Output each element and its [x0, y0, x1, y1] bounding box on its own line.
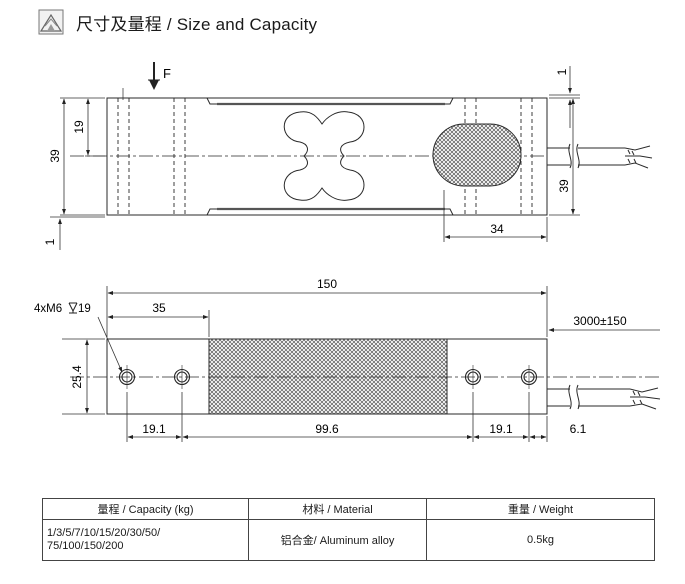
mounting-holes	[118, 365, 538, 389]
dim-height-right: 39	[557, 179, 571, 193]
dim-top-offset: 1	[555, 68, 569, 75]
capacity-line: 75/100/150/200	[47, 540, 124, 552]
thread-callout: 4xM6 19	[34, 302, 91, 315]
force-arrow	[148, 62, 160, 90]
dim-length: 150	[317, 277, 337, 291]
dim-right-edge: 19.1	[489, 422, 513, 436]
plan-view	[70, 338, 661, 415]
thread-depth: 19	[78, 303, 91, 315]
page-header: 尺寸及量程 / Size and Capacity	[38, 8, 317, 36]
dim-cable-length: 3000±150	[573, 314, 627, 328]
plan-view-gauge-area	[208, 338, 448, 415]
side-view-body	[106, 97, 548, 216]
load-cell-logo-icon	[38, 9, 64, 35]
side-view-cable	[547, 143, 653, 169]
force-label: F	[163, 66, 171, 81]
material-cell: 铝合金/ Aluminum alloy	[248, 519, 427, 561]
strain-gauge-pad	[432, 123, 522, 187]
plan-view-cable	[547, 384, 661, 410]
dim-hole-center: 19	[72, 120, 86, 134]
dim-left-edge: 19.1	[142, 422, 166, 436]
side-view-dimensions	[50, 66, 580, 250]
dim-gauge-length: 99.6	[315, 422, 339, 436]
header-capacity: 量程 / Capacity (kg)	[42, 498, 249, 520]
table-header-row: 量程 / Capacity (kg) 材料 / Material 重量 / We…	[42, 498, 655, 520]
capacity-line: 1/3/5/7/10/15/20/30/50/	[47, 527, 161, 539]
spec-table: 量程 / Capacity (kg) 材料 / Material 重量 / We…	[42, 498, 655, 561]
thread-spec: 4xM6	[34, 303, 62, 315]
plan-view-dimensions	[62, 286, 660, 442]
header-weight: 重量 / Weight	[426, 498, 655, 520]
dim-bottom-offset: 1	[43, 238, 57, 245]
table-row: 1/3/5/7/10/15/20/30/50/ 75/100/150/200 铝…	[42, 519, 655, 561]
header-material: 材料 / Material	[248, 498, 427, 520]
dim-hole-spacing: 35	[152, 301, 166, 315]
dim-cable-offset: 6.1	[570, 422, 587, 436]
technical-drawing: F 1 19 39 1 39 34	[34, 62, 661, 442]
depth-icon	[68, 302, 78, 314]
capacity-cell: 1/3/5/7/10/15/20/30/50/ 75/100/150/200	[42, 519, 249, 561]
page-title: 尺寸及量程 / Size and Capacity	[76, 14, 318, 34]
flexure-cutout	[283, 111, 365, 201]
weight-cell: 0.5kg	[426, 519, 655, 561]
dim-pad-width: 34	[490, 222, 504, 236]
dim-height-left: 39	[48, 149, 62, 163]
dim-width: 25.4	[70, 365, 84, 389]
side-view	[70, 88, 653, 216]
